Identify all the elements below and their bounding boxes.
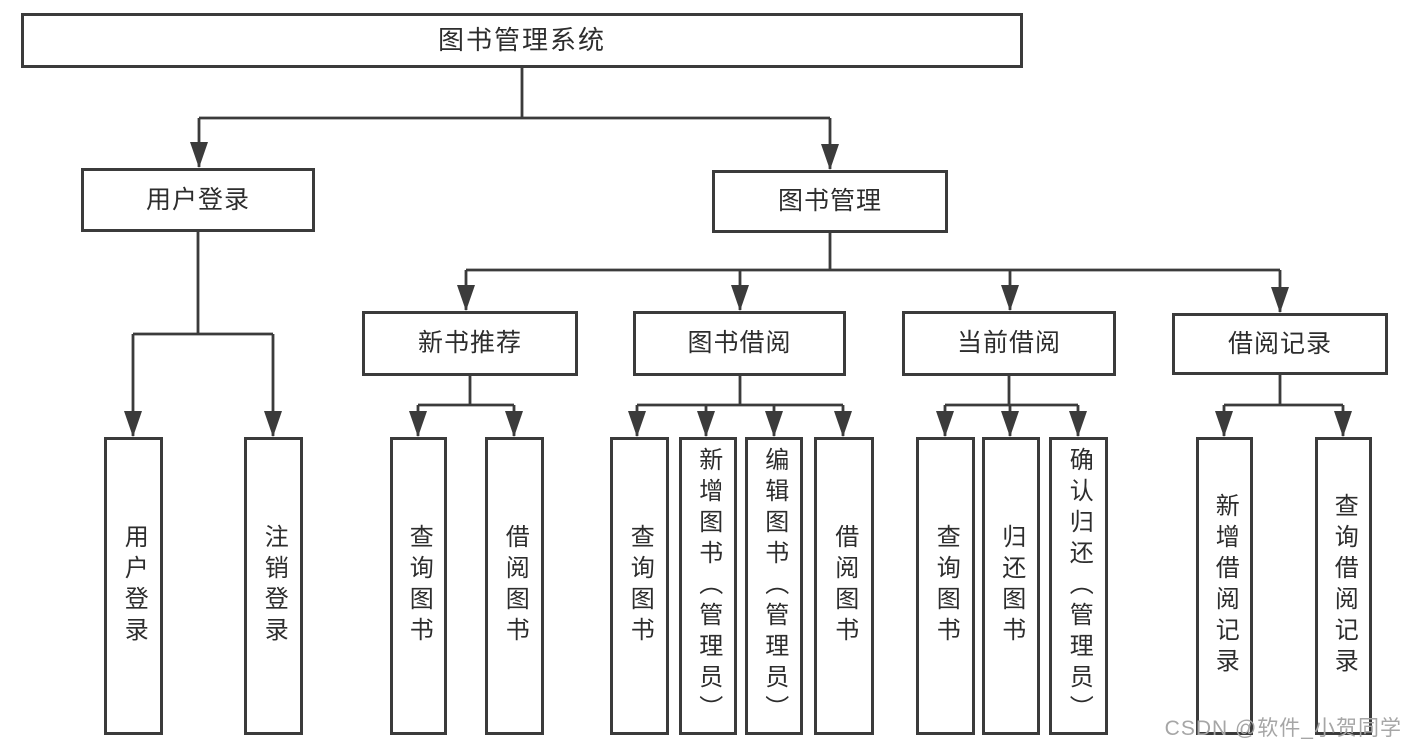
node-leaf-query-book-recommend: 查询图书 (390, 437, 447, 735)
node-leaf-return-book: 归还图书 (982, 437, 1040, 735)
node-leaf-logout-login: 注销登录 (244, 437, 303, 735)
node-leaf-confirm-return-admin: 确认归还（管理员） (1049, 437, 1108, 735)
branch-lines (133, 68, 1343, 407)
node-borrow-records: 借阅记录 (1172, 313, 1388, 375)
node-book-borrow: 图书借阅 (633, 311, 846, 376)
node-leaf-add-book-admin: 新增图书（管理员） (679, 437, 737, 735)
node-leaf-borrow-book-recommend: 借阅图书 (485, 437, 544, 735)
node-leaf-query-book-current: 查询图书 (916, 437, 975, 735)
node-user-login: 用户登录 (81, 168, 315, 232)
node-current-borrow: 当前借阅 (902, 311, 1116, 376)
node-leaf-user-login: 用户登录 (104, 437, 163, 735)
node-root-system: 图书管理系统 (21, 13, 1023, 68)
node-leaf-borrow-book: 借阅图书 (814, 437, 874, 735)
node-leaf-query-borrow-record: 查询借阅记录 (1315, 437, 1372, 735)
node-book-management: 图书管理 (712, 170, 948, 233)
node-leaf-edit-book-admin: 编辑图书（管理员） (745, 437, 803, 735)
csdn-watermark: CSDN @软件_小贺同学 (1164, 717, 1402, 740)
node-leaf-add-borrow-record: 新增借阅记录 (1196, 437, 1253, 735)
node-leaf-query-book-borrow: 查询图书 (610, 437, 669, 735)
node-new-book-recommend: 新书推荐 (362, 311, 578, 376)
